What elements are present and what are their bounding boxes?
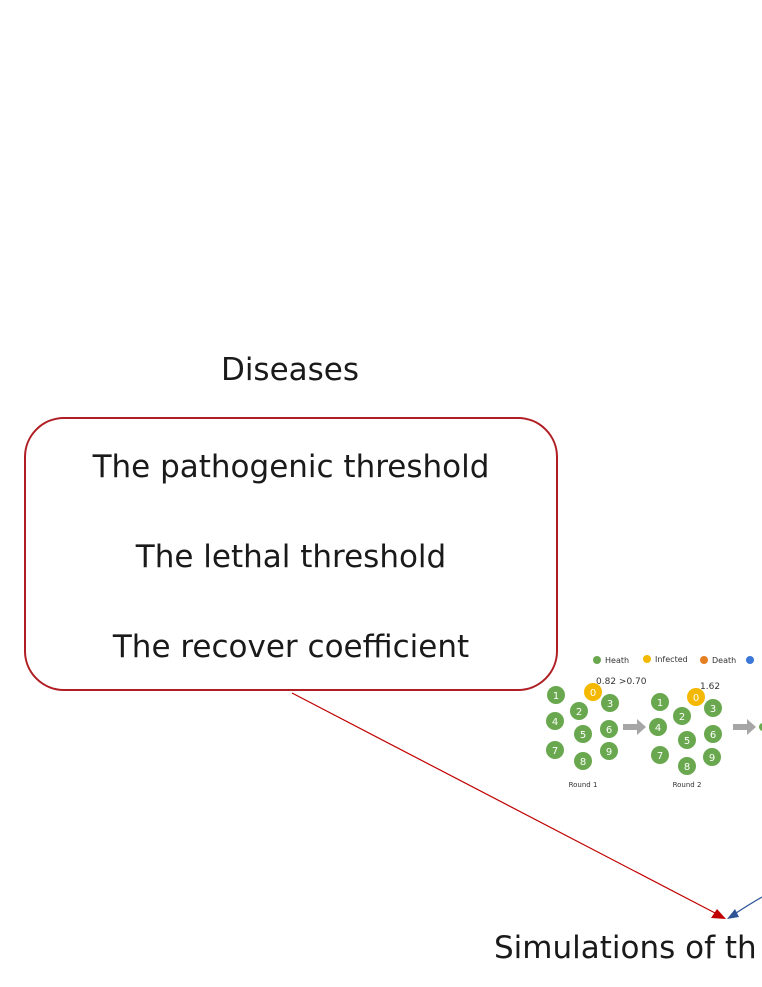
health-node (601, 694, 619, 712)
simulations-label: Simulations of th (494, 930, 757, 966)
node-label: 0 (590, 688, 596, 699)
health-node-partial (759, 723, 762, 731)
round-2-label: Round 2 (673, 781, 702, 789)
box-line-recover-coefficient: The recover coefficient (112, 629, 470, 665)
node-label: 5 (684, 736, 690, 747)
infected-node (584, 683, 602, 701)
health-node (600, 720, 618, 738)
infected-node (687, 688, 705, 706)
node-label: 1 (553, 691, 559, 702)
round-2-network: 1.62 0 1 2 3 4 5 6 7 8 9 Round 2 (649, 682, 722, 789)
flow-arrow-icon (733, 719, 756, 735)
round-2-annotation: 1.62 (700, 682, 720, 692)
node-label: 9 (709, 753, 715, 764)
health-node (546, 712, 564, 730)
health-node (651, 693, 669, 711)
health-node (703, 748, 721, 766)
box-line-lethal-threshold: The lethal threshold (135, 539, 447, 575)
health-node (673, 707, 691, 725)
node-label: 8 (580, 757, 586, 768)
blue-arrowhead-icon (727, 909, 739, 919)
node-label: 0 (693, 693, 699, 704)
disease-parameters-box: The pathogenic threshold The lethal thre… (24, 417, 558, 691)
node-label: 8 (684, 762, 690, 773)
section-title: Diseases (220, 352, 360, 388)
health-node (651, 746, 669, 764)
node-label: 4 (655, 723, 661, 734)
health-node (570, 702, 588, 720)
health-node (574, 752, 592, 770)
health-node (678, 731, 696, 749)
legend-dot-death (700, 656, 708, 664)
health-node (704, 699, 722, 717)
legend-label-death: Death (712, 656, 736, 665)
round-1-annotation: 0.82 >0.70 (596, 677, 647, 687)
node-label: 7 (552, 746, 558, 757)
box-line-pathogenic-threshold: The pathogenic threshold (92, 449, 490, 485)
node-label: 3 (710, 704, 716, 715)
node-label: 1 (657, 698, 663, 709)
node-label: 6 (606, 725, 612, 736)
flow-arrow-icon (623, 719, 646, 735)
node-label: 9 (606, 747, 612, 758)
node-label: 5 (580, 730, 586, 741)
health-node (574, 725, 592, 743)
health-node (649, 718, 667, 736)
health-node (546, 741, 564, 759)
node-label: 3 (607, 699, 613, 710)
red-connector-line (291, 692, 718, 915)
node-label: 4 (552, 717, 558, 728)
legend-dot-infected (643, 655, 651, 663)
legend: Heath Infected Death (593, 655, 754, 665)
legend-label-infected: Infected (655, 655, 688, 664)
health-node (704, 725, 722, 743)
health-node (678, 757, 696, 775)
node-label: 7 (657, 751, 663, 762)
health-node (547, 686, 565, 704)
legend-dot-recovered (746, 656, 754, 664)
blue-connector-line (732, 896, 762, 916)
health-node (600, 742, 618, 760)
node-label: 2 (576, 707, 582, 718)
round-1-network: 0.82 >0.70 0 1 2 3 4 5 6 7 8 9 Round 1 (546, 677, 647, 789)
red-arrowhead-icon (711, 909, 726, 919)
legend-label-health: Heath (605, 656, 629, 665)
node-label: 2 (679, 712, 685, 723)
legend-dot-health (593, 656, 601, 664)
node-label: 6 (710, 730, 716, 741)
round-1-label: Round 1 (569, 781, 598, 789)
